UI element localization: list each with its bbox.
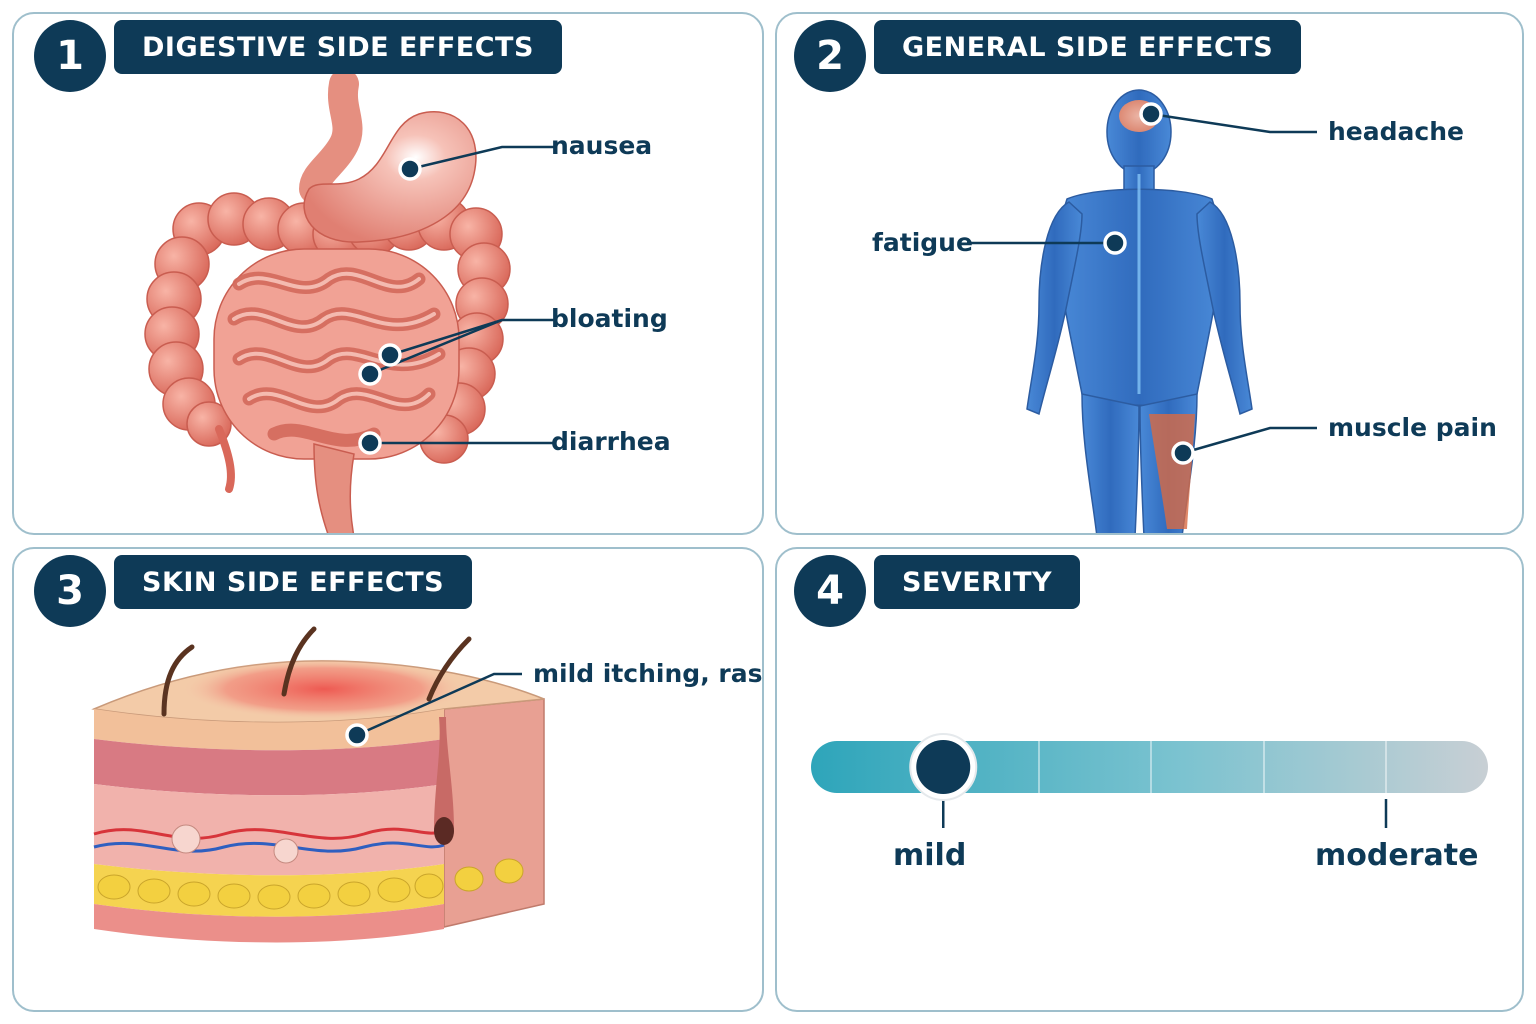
headache-label: headache xyxy=(1328,117,1464,146)
panel-title: SEVERITY xyxy=(874,555,1081,609)
muscle-pain-label: muscle pain xyxy=(1328,413,1497,442)
severity-track xyxy=(811,741,1488,793)
nausea-label: nausea xyxy=(551,131,653,160)
severity-indicator xyxy=(909,733,978,801)
panel-number-badge: 3 xyxy=(34,555,106,627)
panel-number-badge: 1 xyxy=(34,20,106,92)
panel-title: SKIN SIDE EFFECTS xyxy=(114,555,473,609)
digestive-system-icon xyxy=(144,69,554,533)
itching-rash-label: mild itching, rash xyxy=(533,659,764,688)
panel-title: DIGESTIVE SIDE EFFECTS xyxy=(114,20,562,74)
bloating-label: bloating xyxy=(551,304,668,333)
human-body-icon xyxy=(967,89,1317,533)
fatigue-label: fatigue xyxy=(872,228,973,257)
skin-cross-section-icon xyxy=(91,626,545,943)
diarrhea-label: diarrhea xyxy=(551,427,671,456)
panel-number-badge: 4 xyxy=(794,555,866,627)
severity-scale xyxy=(811,733,1488,828)
severity-high-label: moderate xyxy=(1315,838,1479,873)
panel-title: GENERAL SIDE EFFECTS xyxy=(874,20,1302,74)
skin-panel: 3 SKIN SIDE EFFECTS mild itching, rash xyxy=(12,547,764,1012)
severity-panel: 4 SEVERITY mild moderate xyxy=(775,547,1524,1012)
panel-number-badge: 2 xyxy=(794,20,866,92)
severity-low-label: mild xyxy=(893,838,967,873)
digestive-panel: 1 DIGESTIVE SIDE EFFECTS nausea bloating… xyxy=(12,12,764,535)
general-panel: 2 GENERAL SIDE EFFECTS headache fatigue … xyxy=(775,12,1524,535)
